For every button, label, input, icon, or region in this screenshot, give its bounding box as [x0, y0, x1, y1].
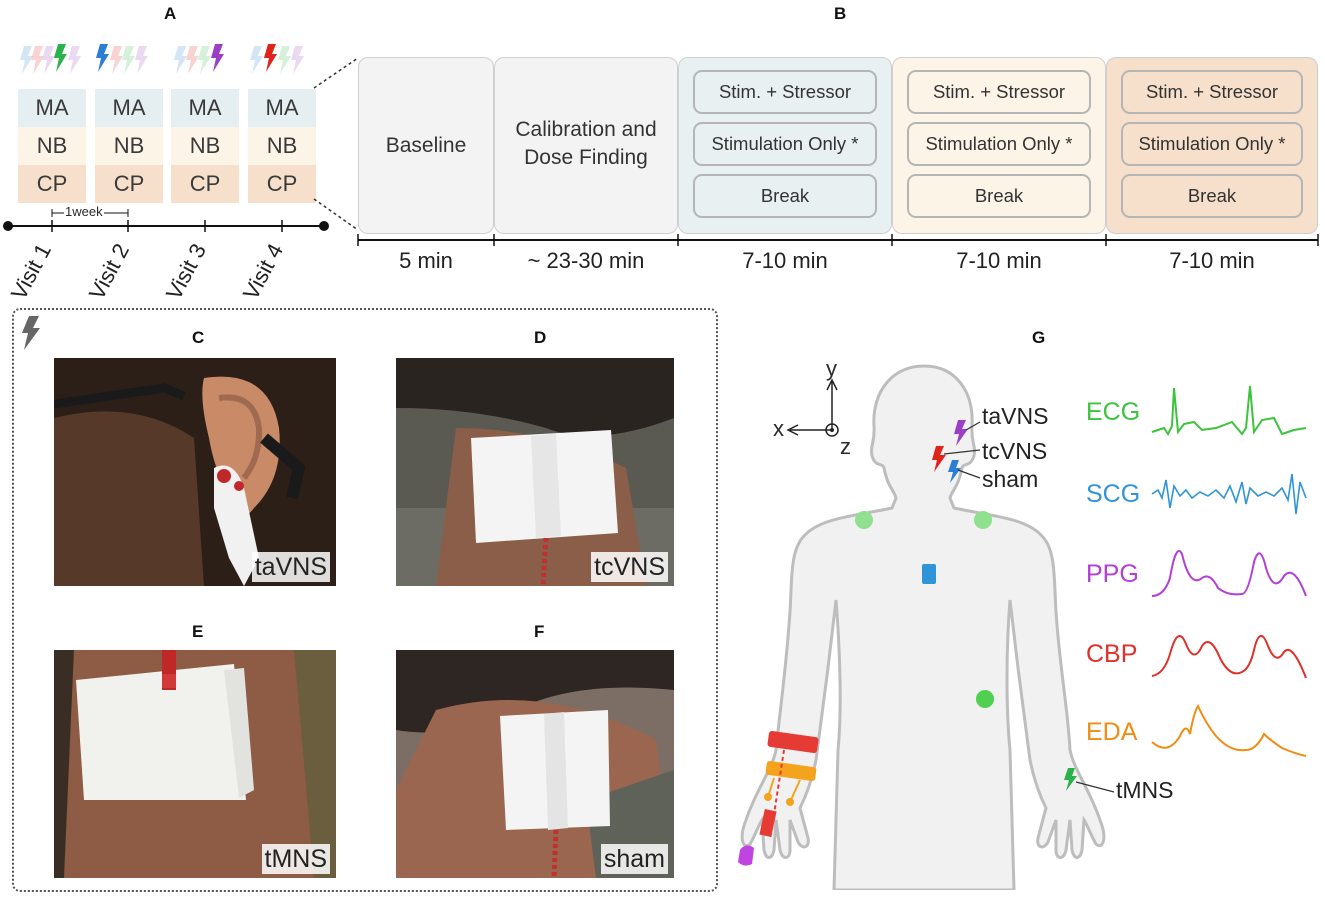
ppg-clip — [738, 845, 754, 866]
break-box: Break — [1121, 174, 1303, 218]
panel-label-f: F — [534, 622, 545, 641]
ear-illustration — [54, 358, 336, 586]
sham-bolt — [948, 460, 961, 483]
photo-tcvns-neck: tcVNS — [396, 358, 674, 586]
row-nb: NB — [171, 127, 239, 165]
panel-a: MA NB CP MA NB CP MA NB CP MA NB CP 1wee… — [0, 0, 340, 320]
eda-trace — [1151, 703, 1307, 757]
baseline-block: Baseline — [358, 57, 494, 234]
visit-3-label: Visit 3 — [161, 239, 212, 304]
duration-block-3: 7-10 min — [1169, 248, 1255, 273]
duration-calibration: ~ 23-30 min — [527, 248, 645, 273]
visit-2-stack: MA NB CP — [95, 89, 163, 203]
interval-label: 1week — [64, 204, 104, 219]
stim-stressor-box: Stim. + Stressor — [907, 70, 1091, 114]
row-nb: NB — [248, 127, 316, 165]
photo-tavns-ear: taVNS — [54, 358, 336, 586]
visit-timeline — [3, 209, 329, 232]
row-ma: MA — [248, 89, 316, 127]
ecg-electrode-left — [855, 511, 873, 529]
photo-tmns-wrist: tMNS — [54, 650, 336, 878]
calibration-block: Calibration and Dose Finding — [494, 57, 678, 234]
photo-label-tavns: taVNS — [251, 552, 330, 582]
duration-baseline: 5 min — [399, 248, 453, 273]
row-ma: MA — [171, 89, 239, 127]
visit-3-stack: MA NB CP — [171, 89, 239, 203]
site-label-tavns: taVNS — [982, 403, 1049, 429]
tavns-bolt — [954, 420, 968, 446]
coordinate-axes — [786, 378, 839, 437]
row-ma: MA — [95, 89, 163, 127]
row-cp: CP — [18, 165, 86, 203]
ppg-trace — [1151, 550, 1307, 597]
photo-label-tmns: tMNS — [261, 844, 330, 874]
visit-2-label: Visit 2 — [84, 239, 135, 304]
visit-4-label: Visit 4 — [238, 239, 289, 304]
visit-4-stack: MA NB CP — [248, 89, 316, 203]
stim-only-box: Stimulation Only * — [693, 122, 877, 166]
body-silhouette — [740, 364, 1106, 890]
calibration-label: Calibration and Dose Finding — [515, 118, 657, 169]
row-cp: CP — [171, 165, 239, 203]
visit-1-label: Visit 1 — [6, 239, 57, 304]
panel-label-g: G — [1032, 328, 1046, 347]
duration-block-1: 7-10 min — [742, 248, 828, 273]
protocol-timeline — [357, 234, 1319, 246]
duration-block-2: 7-10 min — [956, 248, 1042, 273]
photo-label-tcvns: tcVNS — [591, 552, 668, 582]
site-label-sham: sham — [982, 466, 1039, 492]
signal-label-eda: EDA — [1086, 718, 1138, 746]
eda-band — [765, 760, 817, 782]
panel-label-b: B — [834, 4, 847, 23]
stimulation-bolts — [20, 44, 304, 74]
panel-label-a: A — [164, 4, 177, 23]
photo-label-sham: sham — [600, 844, 668, 874]
panel-label-e: E — [192, 622, 204, 641]
row-cp: CP — [248, 165, 316, 203]
neck-illustration — [396, 358, 674, 586]
lightning-icon — [22, 316, 40, 350]
ecg-electrode-abdomen — [976, 690, 994, 708]
stim-only-box: Stimulation Only * — [1121, 122, 1303, 166]
row-nb: NB — [18, 127, 86, 165]
signal-label-cbp: CBP — [1086, 640, 1138, 668]
device-photos-frame — [12, 308, 718, 892]
tmns-bolt — [1064, 768, 1077, 791]
stim-only-box: Stimulation Only * — [907, 122, 1091, 166]
signal-label-scg: SCG — [1086, 480, 1141, 508]
signal-label-ppg: PPG — [1086, 560, 1139, 588]
ecg-electrode-right — [974, 511, 992, 529]
row-cp: CP — [95, 165, 163, 203]
panel-label-c: C — [192, 328, 205, 347]
axis-label-y: y — [826, 356, 837, 381]
axis-label-z: z — [840, 434, 851, 459]
row-nb: NB — [95, 127, 163, 165]
break-box: Break — [693, 174, 877, 218]
stimulation-block-1: Stim. + Stressor Stimulation Only * Brea… — [678, 57, 892, 234]
body-diagram — [738, 364, 1115, 890]
break-box: Break — [907, 174, 1091, 218]
cbp-trace — [1151, 635, 1307, 679]
ecg-trace — [1151, 385, 1307, 436]
signal-label-ecg: ECG — [1086, 398, 1141, 426]
axis-label-x: x — [773, 416, 784, 441]
baseline-label: Baseline — [385, 134, 467, 157]
scg-sensor — [922, 564, 936, 584]
photo-sham-neck: sham — [396, 650, 674, 878]
zoom-connectors — [313, 57, 359, 231]
site-label-tmns: tMNS — [1116, 777, 1174, 803]
stimulation-block-2: Stim. + Stressor Stimulation Only * Brea… — [892, 57, 1106, 234]
panel-label-d: D — [534, 328, 547, 347]
stim-stressor-box: Stim. + Stressor — [693, 70, 877, 114]
stim-stressor-box: Stim. + Stressor — [1121, 70, 1303, 114]
visit-1-stack: MA NB CP — [18, 89, 86, 203]
tcvns-bolt — [932, 446, 946, 472]
scg-trace — [1151, 473, 1307, 515]
cbp-band — [767, 730, 819, 754]
site-label-tcvns: tcVNS — [982, 438, 1048, 464]
wrist-illustration — [54, 650, 336, 878]
row-ma: MA — [18, 89, 86, 127]
stimulation-block-3: Stim. + Stressor Stimulation Only * Brea… — [1106, 57, 1318, 234]
signal-traces — [1151, 385, 1307, 757]
